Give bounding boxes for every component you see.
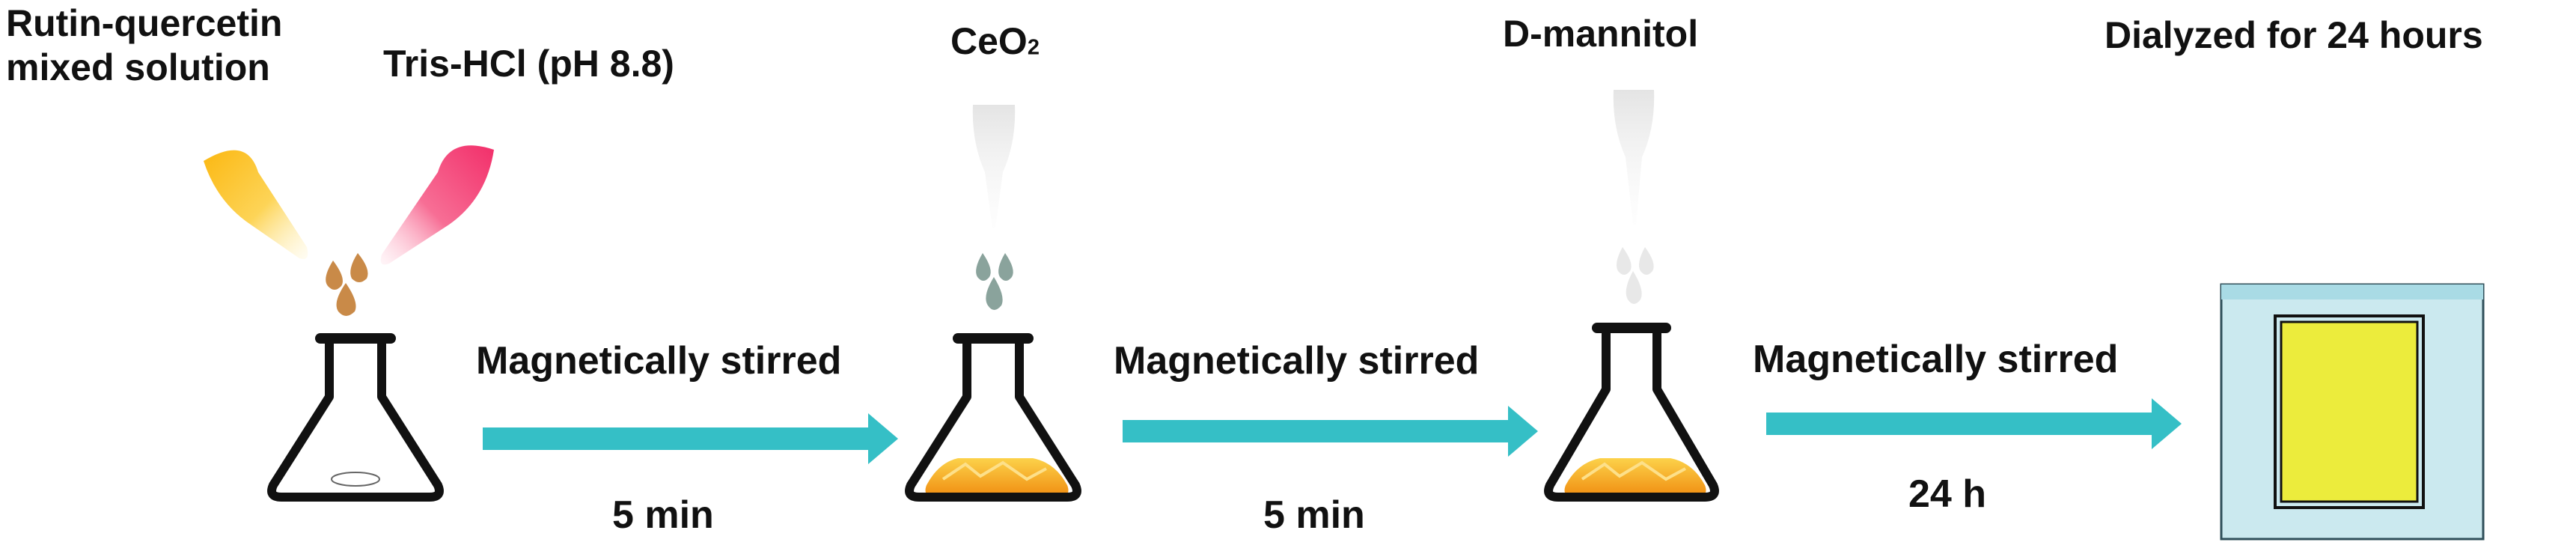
dialyzed-label: Dialyzed for 24 hours bbox=[2105, 14, 2483, 56]
tris-hcl-label: Tris-HCl (pH 8.8) bbox=[383, 43, 674, 85]
rutin-label-line2: mixed solution bbox=[6, 46, 270, 88]
step2-action-label: Magnetically stirred bbox=[1114, 339, 1480, 383]
ceo2-label-subscript: 2 bbox=[1027, 35, 1040, 60]
erlenmeyer-flask-icon bbox=[905, 333, 1081, 502]
arrow-right-icon bbox=[1123, 406, 1538, 457]
tris-pipette-icon bbox=[380, 145, 494, 265]
ceo2-label-main: CeO bbox=[950, 20, 1028, 62]
step3-action-label: Magnetically stirred bbox=[1753, 338, 2119, 381]
ceo2-pipette-icon bbox=[972, 105, 1016, 228]
dialysis-bag-icon bbox=[2220, 283, 2485, 541]
rutin-pipette-icon bbox=[204, 150, 308, 259]
erlenmeyer-flask-icon bbox=[267, 333, 444, 502]
drop-icon bbox=[326, 253, 368, 316]
erlenmeyer-flask-icon bbox=[1544, 323, 1719, 502]
rutin-quercetin-label: Rutin-quercetin mixed solution bbox=[6, 1, 282, 90]
d-mannitol-label: D-mannitol bbox=[1503, 13, 1699, 55]
step1-time-label: 5 min bbox=[612, 493, 714, 537]
mannitol-pipette-icon bbox=[1613, 90, 1655, 225]
arrow-right-icon bbox=[1766, 398, 2182, 449]
ceo2-label: CeO2 bbox=[950, 19, 1040, 64]
step1-action-label: Magnetically stirred bbox=[476, 339, 842, 383]
stir-bar-icon bbox=[331, 472, 380, 487]
drop-icon bbox=[1617, 247, 1654, 304]
step3-time-label: 24 h bbox=[1908, 472, 1987, 516]
arrow-right-icon bbox=[483, 413, 898, 464]
rutin-label-line1: Rutin-quercetin bbox=[6, 2, 283, 44]
step2-time-label: 5 min bbox=[1263, 493, 1365, 537]
drop-icon bbox=[976, 253, 1013, 310]
